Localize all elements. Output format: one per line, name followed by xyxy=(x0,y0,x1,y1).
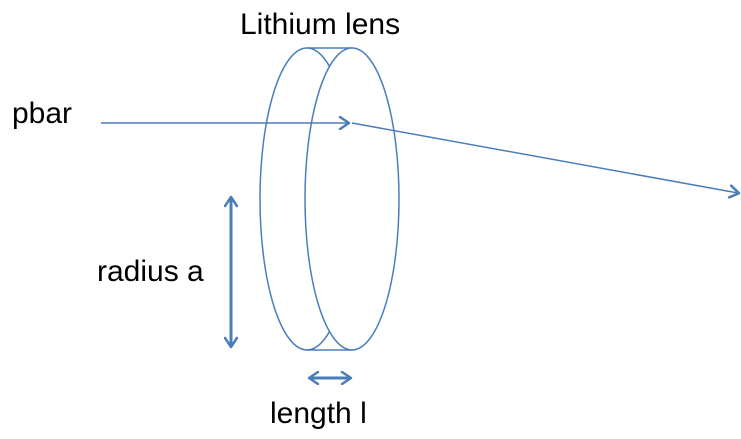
length-label: length l xyxy=(270,397,367,430)
radius-label: radius a xyxy=(97,255,204,288)
lens-title-label: Lithium lens xyxy=(240,8,401,41)
lens-front-face xyxy=(304,47,400,351)
deflected-beam-arrow xyxy=(351,122,738,193)
beam-label: pbar xyxy=(12,97,73,130)
